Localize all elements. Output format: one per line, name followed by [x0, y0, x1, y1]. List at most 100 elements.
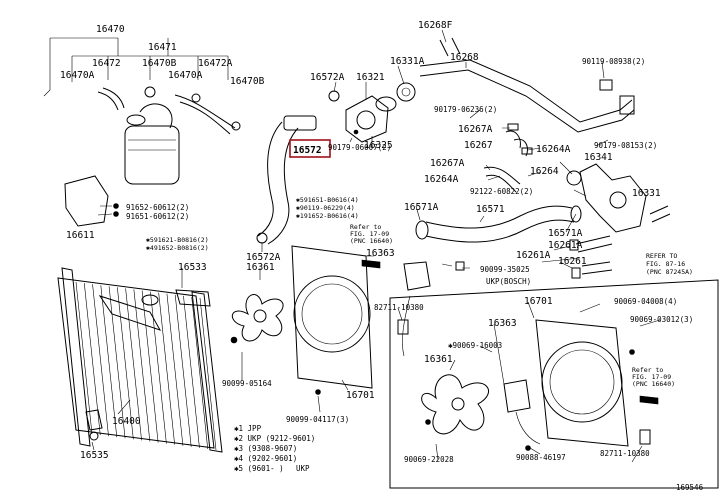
refer-notes: Refer to FIG. 17-09 (PNC 16640) REFER TO…: [350, 223, 693, 388]
label-82711-10380-2: 82711-10380: [600, 449, 650, 458]
refer-note-1-line-3: (PNC 16640): [350, 237, 393, 245]
label-16267A-2: 16267A: [430, 158, 465, 169]
clamp-16571A-2: [570, 205, 582, 223]
thermostat-group: [345, 82, 416, 143]
upper-hose-end: [283, 115, 317, 131]
reservoir-tank: [124, 125, 180, 185]
reservoir-group: [43, 37, 241, 227]
label-16472A: 16472A: [198, 58, 233, 69]
bosch-connector-82711: [639, 429, 651, 445]
label-591651-B0616: ✱591651-B0616(4): [295, 196, 359, 204]
gasket-16325: [375, 96, 397, 112]
reservoir-leader-tree: [71, 38, 229, 82]
radiator-fin: [158, 292, 175, 445]
label-16470: 16470: [96, 24, 125, 35]
label-16571A: 16571A: [404, 202, 439, 213]
label-16261: 16261: [558, 256, 587, 267]
refer-note-3-line-2: FIG. 17-09: [632, 373, 671, 381]
bosch-shroud-ring: [549, 349, 615, 415]
radiator-fin: [166, 293, 184, 446]
label-191652-B0616: ✱191652-B0616(4): [295, 212, 359, 220]
thermostat-core: [401, 87, 411, 97]
clamp-16261A: [569, 239, 579, 251]
refer-note-1-line-2: FIG. 17-09: [350, 230, 389, 238]
label-16264: 16264: [530, 166, 559, 177]
legend-item-2: ✱2 UKP (9212-9601): [234, 434, 315, 443]
label-591621-B0816: ✱591621-B0816(2): [145, 236, 209, 244]
label-16261A: 16261A: [548, 240, 583, 251]
label-91652-60612: 91652-60612(2): [126, 203, 189, 212]
ref-marker-bar: [639, 395, 659, 405]
bolt-icon: [315, 389, 321, 395]
radiator-fin: [150, 291, 167, 444]
hose-16472: [97, 87, 125, 111]
label-16331A: 16331A: [390, 56, 425, 67]
hose-16261: [575, 235, 613, 253]
radiator-fin: [75, 281, 93, 435]
pipe-end-16268F: [439, 37, 461, 57]
upper-hose-outline-b: [267, 127, 299, 245]
bolt-icon: [599, 79, 613, 91]
bosch-fan-16361: [421, 374, 490, 435]
label-90088-46197: 90088-46197: [516, 453, 566, 462]
part-labels: 16470 16471 16472 16470B 16472A 16470A 1…: [60, 20, 693, 464]
bolt-icon: [113, 211, 119, 217]
label-16267A: 16267A: [458, 124, 493, 135]
water-outlet-16331: [579, 163, 647, 233]
label-90069-04008: 90069-04008(4): [614, 297, 677, 306]
label-16264A: 16264A: [536, 144, 571, 155]
reservoir-bracket-line: [43, 37, 118, 97]
label-90099-04117: 90099-04117(3): [286, 415, 349, 424]
radiator-cap: [141, 294, 159, 306]
refer-note-3-line-3: (PNC 16640): [632, 380, 675, 388]
radiator-fin: [199, 297, 217, 451]
label-491652-B0816: ✱491652-B0816(2): [145, 244, 209, 252]
pipe-fitting: [619, 95, 635, 115]
label-16533: 16533: [178, 262, 207, 273]
radiator-fin: [133, 289, 151, 442]
shroud-ring: [301, 283, 363, 345]
radiator-fin: [117, 287, 134, 440]
label-16321: 16321: [356, 72, 385, 83]
label-90069-22028: 90069-22028: [404, 455, 454, 464]
radiator-fin: [100, 285, 118, 438]
upper-hose-outline-a: [257, 121, 283, 237]
label-16363-2: 16363: [488, 318, 517, 329]
label-16611: 16611: [66, 230, 95, 241]
upper-hose-group: [256, 90, 340, 245]
legend-item-5: ✱5 (9601- ): [234, 464, 284, 473]
radiator-fin: [174, 294, 192, 447]
water-inlet-16321: [345, 95, 389, 143]
radiator-fins: [75, 281, 217, 451]
legend: ✱1 JPP ✱2 UKP (9212-9601) ✱3 (9308-9607)…: [234, 424, 315, 473]
nut-icon: [230, 336, 238, 344]
radiator-side-tank-right: [191, 291, 223, 453]
label-90179-06236: 90179-06236(2): [434, 105, 497, 114]
refer-note-2-line-1: REFER TO: [646, 252, 677, 260]
label-90119-06229: ✱90119-06229(4): [295, 204, 355, 212]
radiator-upper-tank: [98, 295, 162, 331]
motor-wire: [402, 295, 411, 357]
label-90069-16003: ✱90069-16003: [448, 341, 502, 350]
clamp-16261A-2: [571, 267, 581, 279]
label-16268: 16268: [450, 52, 479, 63]
ref-marker-bar: [361, 259, 381, 269]
label-16331: 16331: [632, 188, 661, 199]
bolt-icon: [353, 129, 359, 135]
label-16472: 16472: [92, 58, 121, 69]
outlet-nipple: [649, 205, 671, 223]
label-16261A-2: 16261A: [516, 250, 551, 261]
refer-note-2-line-3: (PNC 87245A): [646, 268, 693, 276]
bypass-pipe-a: [419, 59, 633, 123]
label-16470A-2: 16470A: [168, 70, 203, 81]
radiator-fin: [191, 296, 209, 449]
drain-cock-16535: [85, 409, 103, 431]
shroud-opening: [293, 275, 371, 353]
bosch-motor-16363: [503, 379, 531, 413]
ukp-box-outline: [389, 279, 719, 489]
label-91651-60612: 91651-60612(2): [126, 212, 189, 221]
legend-item-6: UKP: [296, 464, 310, 473]
drain-plug: [89, 431, 99, 441]
bypass-pipe-group: [419, 37, 635, 193]
bosch-shroud-opening: [541, 341, 623, 423]
